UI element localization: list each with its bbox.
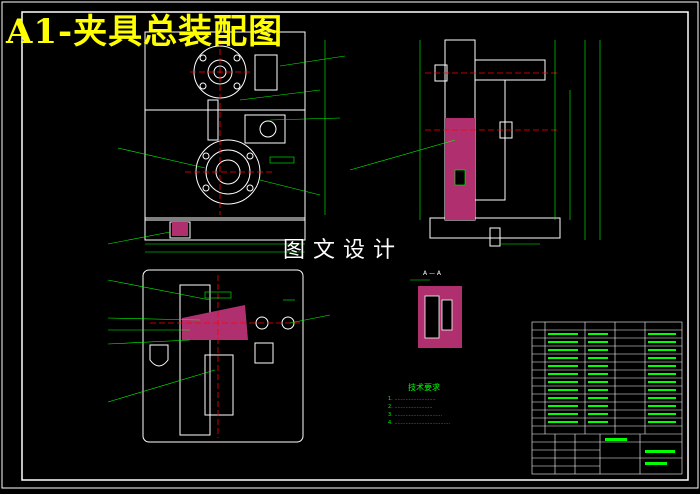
side-view-dimensions <box>349 40 601 245</box>
technical-note-line: 1. .......................... <box>388 396 436 402</box>
top-view-centerlines <box>150 275 300 438</box>
section-label: A — A <box>423 270 442 277</box>
bom-entries <box>548 333 676 465</box>
top-view <box>142 269 304 443</box>
watermark-text: 图文设计 <box>283 238 404 263</box>
technical-note-line: 2. ........................ <box>388 404 433 410</box>
side-view-hatch <box>445 118 475 220</box>
front-view-centerlines <box>185 40 275 215</box>
section-view <box>410 279 462 348</box>
top-view-dimensions <box>107 279 331 403</box>
drawing-frame <box>21 11 689 481</box>
drawing-title: A1-夹具总装配图 <box>6 12 284 52</box>
technical-note-line: 3. .............................. <box>388 412 443 418</box>
side-view-centerlines <box>425 72 560 131</box>
title-block <box>531 321 683 475</box>
front-view-dimensions <box>107 40 346 253</box>
front-view <box>144 31 306 241</box>
technical-note-line: 4. ................................... <box>388 420 450 426</box>
technical-notes-title: 技术要求 <box>408 383 440 392</box>
front-view-hatch <box>172 222 188 236</box>
top-view-hatch <box>182 305 248 340</box>
